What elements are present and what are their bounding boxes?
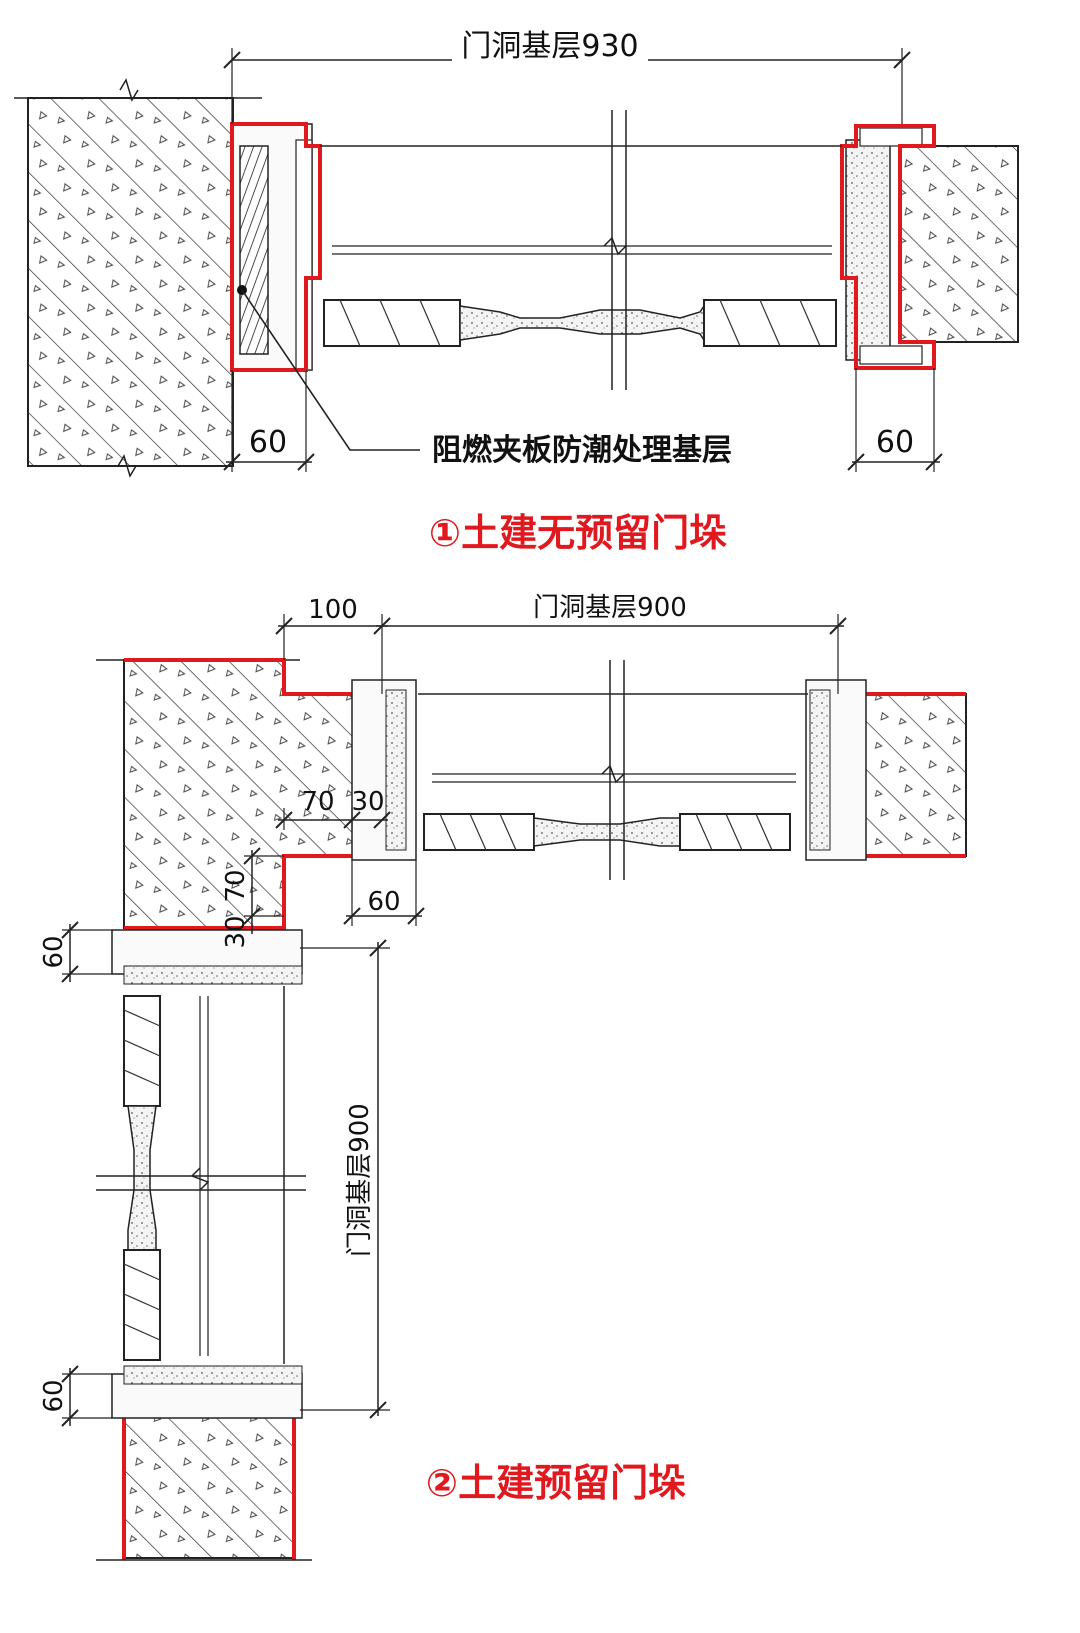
diagram-1-no-reserved-pier: 门洞基层930 60 60 阻燃夹板防潮处理基层 ①土建无预留门垛 — [14, 29, 1019, 555]
dim-70-30-h: 70 30 — [275, 787, 391, 830]
dim-label-30-h: 30 — [351, 787, 384, 817]
dim-left-60-top: 60 — [39, 921, 112, 983]
dim-label-30-v: 30 — [221, 915, 251, 948]
dim-label-100: 100 — [308, 595, 358, 625]
dim-label-left-60-bottom: 60 — [39, 1379, 69, 1412]
left-wall-1 — [14, 78, 262, 478]
bottom-wall-2 — [96, 1406, 312, 1561]
outline-left-1 — [230, 122, 322, 372]
leader-note-1: 阻燃夹板防潮处理基层 — [241, 289, 732, 468]
dim-label-left-60: 60 — [249, 425, 287, 460]
vertical-door-2 — [96, 929, 306, 1419]
dim-100: 100 — [275, 595, 391, 694]
dim-label-930: 门洞基层930 — [461, 29, 638, 64]
horizontal-door-2 — [351, 660, 867, 880]
dim-opening-900-h: 门洞基层900 — [376, 593, 847, 694]
dim-label-900-v: 门洞基层900 — [345, 1103, 375, 1257]
dim-label-left-60-top: 60 — [39, 935, 69, 968]
dim-label-right-60: 60 — [876, 425, 914, 460]
caption-diagram-2: ②土建预留门垛 — [426, 1461, 686, 1505]
dim-70-30-v: 70 30 — [221, 847, 284, 949]
dim-left-60-1: 60 — [223, 370, 315, 472]
dim-label-70-v: 70 — [221, 869, 251, 902]
diagram-2-reserved-pier: 100 门洞基层900 70 30 70 30 — [39, 593, 967, 1561]
dim-opening-930: 门洞基层930 — [223, 29, 911, 124]
note-plywood-base: 阻燃夹板防潮处理基层 — [432, 433, 732, 468]
left-door-frame-1 — [230, 122, 322, 372]
dim-label-900-h: 门洞基层900 — [533, 593, 687, 623]
dim-label-frame-60: 60 — [367, 887, 400, 917]
dim-right-60-1: 60 — [847, 368, 943, 472]
caption-diagram-1: ①土建无预留门垛 — [429, 511, 727, 555]
door-leaf-1 — [320, 110, 842, 390]
dim-label-70-h: 70 — [301, 787, 334, 817]
dim-left-60-bottom: 60 — [39, 1365, 112, 1427]
dim-frame-60: 60 — [343, 860, 425, 926]
right-wall-1 — [899, 145, 1019, 343]
dim-opening-900-v: 门洞基层900 — [300, 939, 390, 1419]
